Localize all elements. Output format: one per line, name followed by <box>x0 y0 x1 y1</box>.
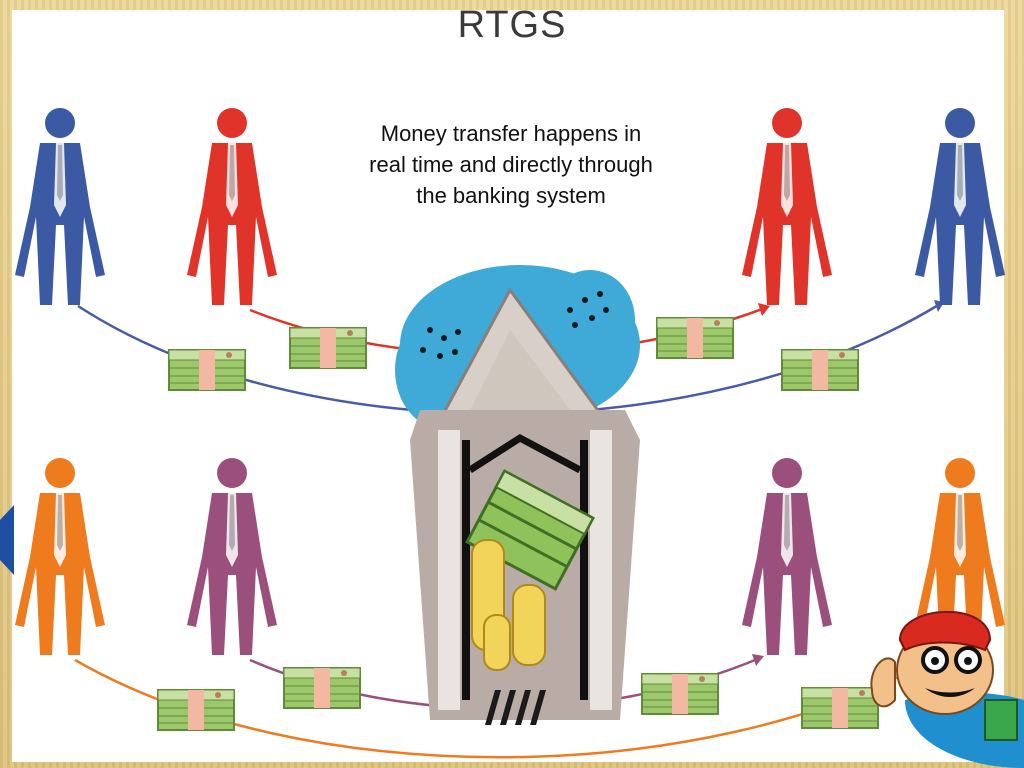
cash-bundle-icon <box>289 327 367 369</box>
arrowhead-red-top <box>758 303 770 316</box>
arrowhead-purple-bottom <box>752 654 764 666</box>
slide-caption: Money transfer happens in real time and … <box>369 121 653 208</box>
person-icon-sender-orange <box>15 458 105 655</box>
cash-bundle-icon <box>641 673 719 715</box>
cartoon-mascot-icon <box>870 610 1024 768</box>
person-icon-sender-blue <box>15 108 105 305</box>
bank-building-icon <box>395 265 640 725</box>
person-icon-receiver-purple <box>742 458 832 655</box>
person-icon-sender-purple <box>187 458 277 655</box>
cash-bundle-icon <box>283 667 361 709</box>
person-icon-receiver-red <box>742 108 832 305</box>
person-icon-receiver-blue <box>915 108 1005 305</box>
cash-bundle-icon <box>168 349 246 391</box>
cash-bundle-icon <box>801 687 879 729</box>
edge-decoration <box>0 505 14 575</box>
cash-bundle-icon <box>781 349 859 391</box>
slide-title: RTGS <box>457 4 567 46</box>
cash-bundle-icon <box>656 317 734 359</box>
person-icon-sender-red <box>187 108 277 305</box>
cash-bundle-icon <box>157 689 235 731</box>
